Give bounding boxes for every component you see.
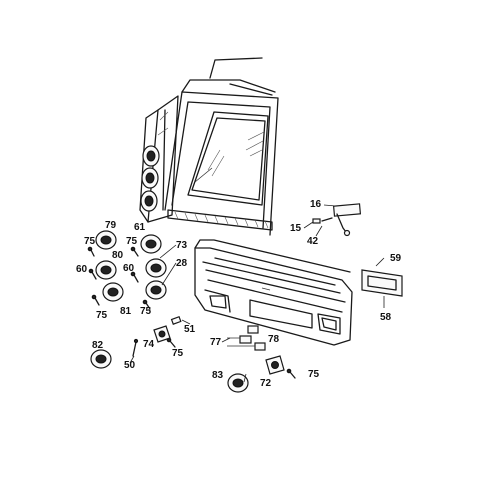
callout-83: 83 bbox=[212, 370, 224, 381]
tail-light-housing bbox=[139, 95, 179, 223]
callout-82: 82 bbox=[92, 340, 104, 351]
callout-75: 75 bbox=[140, 306, 152, 317]
callout-74: 74 bbox=[143, 339, 155, 350]
callout-78: 78 bbox=[268, 334, 280, 345]
callout-42: 42 bbox=[307, 236, 319, 247]
callout-75: 75 bbox=[126, 236, 138, 247]
socket-74 bbox=[153, 325, 171, 343]
callout-60: 60 bbox=[123, 263, 135, 274]
callout-60: 60 bbox=[76, 264, 88, 275]
callout-80: 80 bbox=[112, 250, 124, 261]
bulb-82 bbox=[90, 349, 112, 369]
callout-61: 61 bbox=[134, 222, 146, 233]
switch-parts-77-78 bbox=[227, 325, 266, 351]
sill-strip bbox=[167, 209, 273, 231]
bulb-83 bbox=[227, 373, 249, 393]
callout-81: 81 bbox=[120, 306, 132, 317]
callout-51: 51 bbox=[184, 324, 196, 335]
callouts: 16 15 42 59 58 79 61 75 75 73 60 80 60 2… bbox=[76, 199, 402, 389]
socket-72 bbox=[265, 355, 285, 375]
callout-75: 75 bbox=[84, 236, 96, 247]
grommet-51 bbox=[170, 315, 182, 325]
callout-50: 50 bbox=[124, 360, 136, 371]
wire-50 bbox=[132, 338, 139, 357]
callout-73: 73 bbox=[176, 240, 188, 251]
bulb-80 bbox=[95, 260, 117, 280]
interior-lamp-assembly bbox=[312, 203, 362, 237]
callout-75: 75 bbox=[308, 369, 320, 380]
leader-lines bbox=[129, 204, 385, 383]
rear-window-frame bbox=[164, 57, 279, 236]
callout-75: 75 bbox=[96, 310, 108, 321]
callout-77: 77 bbox=[210, 337, 222, 348]
callout-15: 15 bbox=[290, 223, 302, 234]
number-plate-lamp bbox=[361, 269, 403, 297]
callout-75: 75 bbox=[172, 348, 184, 359]
tailgate-panel bbox=[194, 239, 353, 346]
screws bbox=[87, 246, 296, 379]
callout-58: 58 bbox=[380, 312, 392, 323]
bulb-28 bbox=[145, 280, 167, 300]
bulb-79 bbox=[95, 230, 117, 250]
bulb-73 bbox=[145, 258, 167, 278]
callout-16: 16 bbox=[310, 199, 322, 210]
callout-59: 59 bbox=[390, 253, 402, 264]
callout-72: 72 bbox=[260, 378, 272, 389]
callout-79: 79 bbox=[105, 220, 117, 231]
bulb-81 bbox=[102, 282, 124, 302]
callout-28: 28 bbox=[176, 258, 188, 269]
bulb-61 bbox=[140, 234, 162, 254]
